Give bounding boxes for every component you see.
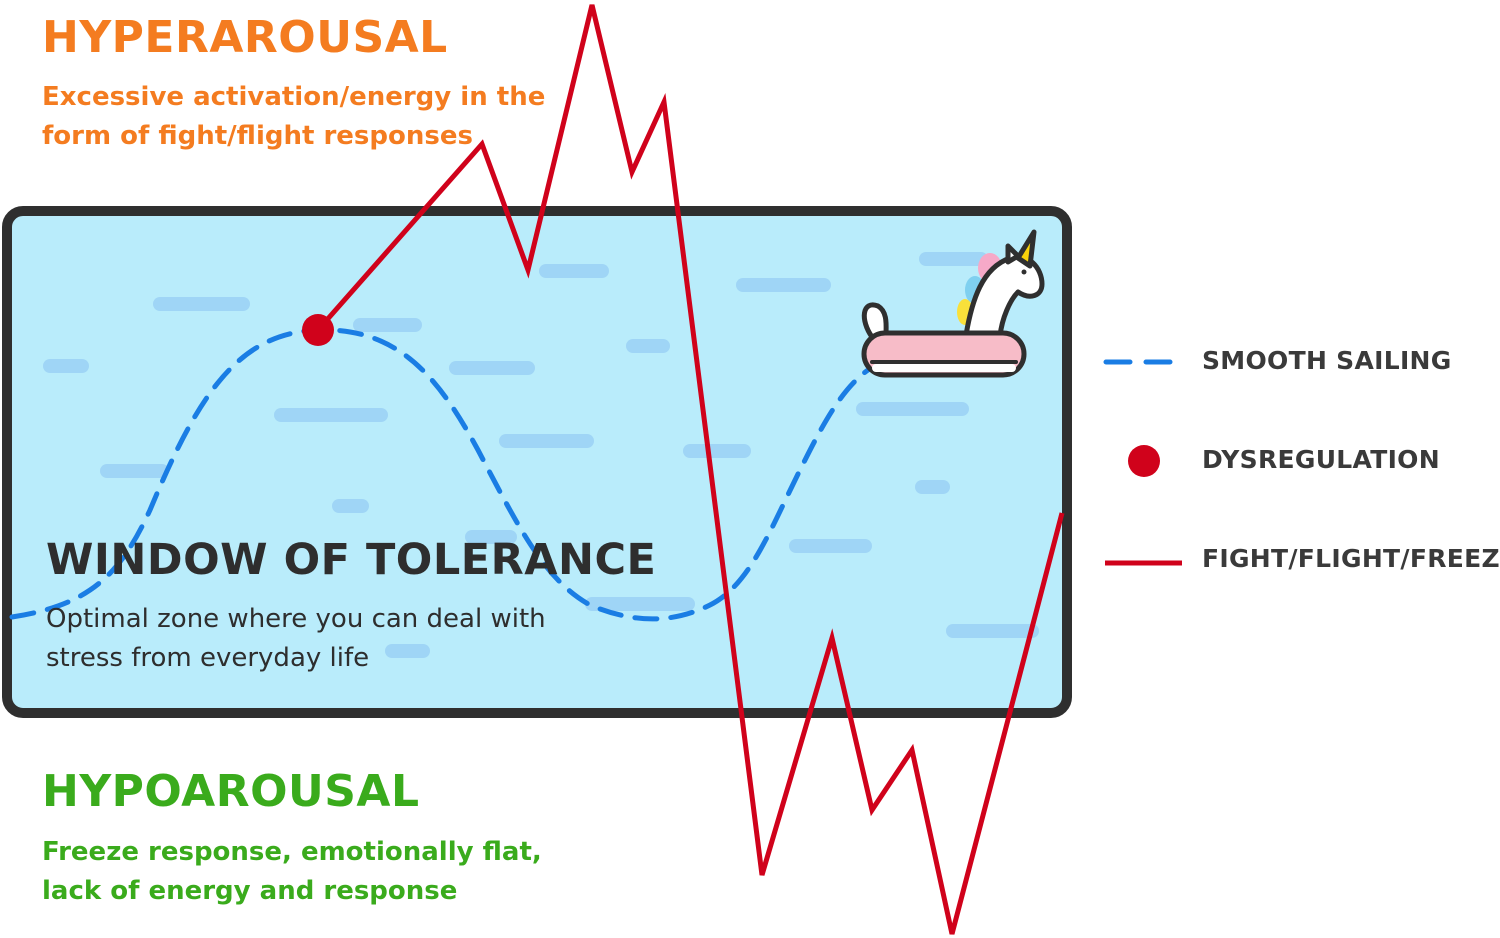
water-ripples xyxy=(43,252,1039,658)
legend-dysregulation-mark xyxy=(1128,445,1160,477)
tolerance-window xyxy=(2,206,1072,718)
window-of-tolerance-description: Optimal zone where you can deal with str… xyxy=(46,604,546,673)
window-of-tolerance-title: WINDOW OF TOLERANCE xyxy=(46,535,657,585)
hyperarousal-title: HYPERAROUSAL xyxy=(42,12,448,63)
legend-dysregulation-label: DYSREGULATION xyxy=(1202,445,1440,474)
smooth-sailing-wave xyxy=(9,327,871,622)
dysregulation-point xyxy=(302,314,334,346)
legend-fight-flight-freeze-label: FIGHT/FLIGHT/FREEZE xyxy=(1202,544,1500,573)
hypoarousal-title: HYPOAROUSAL xyxy=(42,766,420,817)
legend-smooth-sailing-label: SMOOTH SAILING xyxy=(1202,346,1452,375)
hyperarousal-description: Excessive activation/energy in the form … xyxy=(42,82,546,151)
fight-flight-freeze-line xyxy=(316,4,1065,935)
hypoarousal-description: Freeze response, emotionally flat, lack … xyxy=(42,837,542,906)
unicorn-float-icon xyxy=(861,229,1045,378)
